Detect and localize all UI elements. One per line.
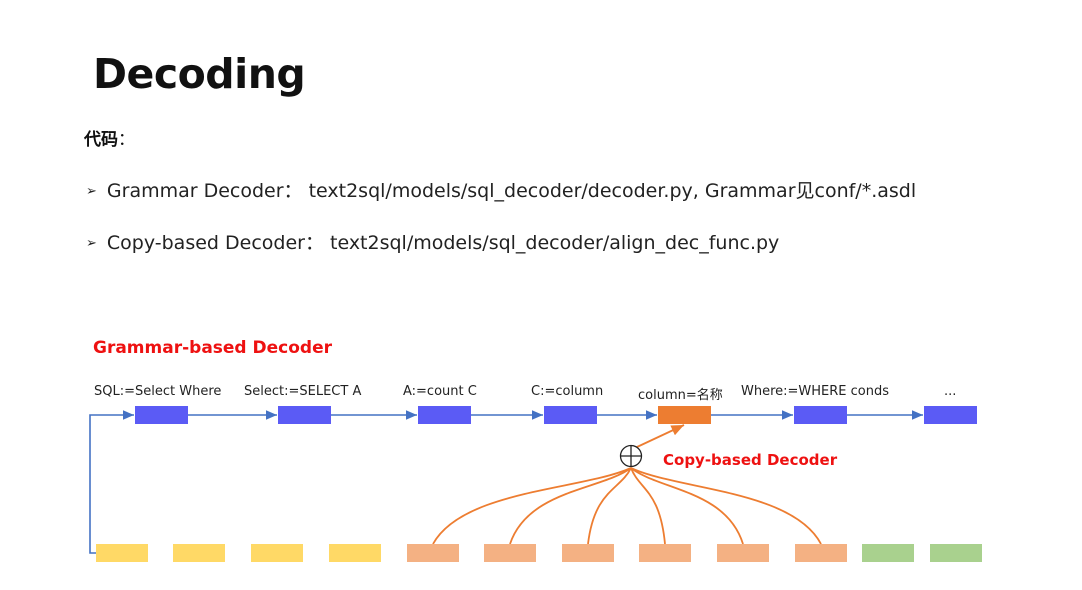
step-label: Where:=WHERE conds bbox=[741, 384, 890, 399]
decoder-step-box bbox=[924, 406, 977, 424]
copy-attention-curve bbox=[587, 467, 632, 545]
bullet-copy-decoder: ➢ Copy-based Decoder： text2sql/models/sql… bbox=[86, 228, 779, 255]
bullet-text: Grammar Decoder： text2sql/models/sql_dec… bbox=[106, 180, 917, 202]
bullet-arrow-icon: ➢ bbox=[86, 236, 97, 251]
decoder-step-box bbox=[278, 406, 331, 424]
input-token-box bbox=[407, 544, 459, 562]
decoder-step-box bbox=[544, 406, 597, 424]
copy-attention-curve bbox=[630, 467, 744, 545]
code-label: 代码： bbox=[84, 125, 135, 150]
page-title: Decoding bbox=[93, 50, 306, 98]
bullet-grammar-decoder: ➢ Grammar Decoder： text2sql/models/sql_de… bbox=[86, 176, 916, 203]
step-label: SQL:=Select Where bbox=[94, 384, 222, 399]
copy-output-arrow bbox=[636, 424, 685, 448]
input-token-box bbox=[562, 544, 614, 562]
diagram-title: Grammar-based Decoder bbox=[93, 338, 333, 358]
feedback-arrow bbox=[89, 410, 134, 554]
bullet-arrow-icon: ➢ bbox=[86, 184, 97, 199]
code-label-text: 代码 bbox=[84, 130, 118, 150]
input-token-box bbox=[862, 544, 914, 562]
step-label: Select:=SELECT A bbox=[244, 384, 362, 399]
step-label: ... bbox=[944, 384, 957, 399]
copy-attention-curve bbox=[630, 467, 822, 545]
input-token-box bbox=[795, 544, 847, 562]
input-token-box bbox=[639, 544, 691, 562]
step-label: C:=column bbox=[531, 384, 604, 399]
step-label: column=名称 bbox=[638, 388, 723, 403]
decoder-step-box bbox=[794, 406, 847, 424]
copy-attention-curve bbox=[432, 467, 632, 545]
decoder-step-box bbox=[135, 406, 188, 424]
input-token-box bbox=[96, 544, 148, 562]
input-token-box bbox=[930, 544, 982, 562]
copy-attention-curve bbox=[509, 467, 632, 545]
copy-decoder-label: Copy-based Decoder bbox=[663, 451, 838, 469]
decoder-step-box bbox=[418, 406, 471, 424]
input-token-box bbox=[717, 544, 769, 562]
step-label: A:=count C bbox=[403, 384, 477, 399]
input-token-box bbox=[251, 544, 303, 562]
input-token-box bbox=[329, 544, 381, 562]
code-label-sep: ： bbox=[118, 130, 135, 150]
input-token-box bbox=[484, 544, 536, 562]
input-token-box bbox=[173, 544, 225, 562]
copy-attention-curve bbox=[630, 467, 666, 545]
decoder-step-box bbox=[658, 406, 711, 424]
bullet-text: Copy-based Decoder： text2sql/models/sql_… bbox=[106, 232, 780, 254]
